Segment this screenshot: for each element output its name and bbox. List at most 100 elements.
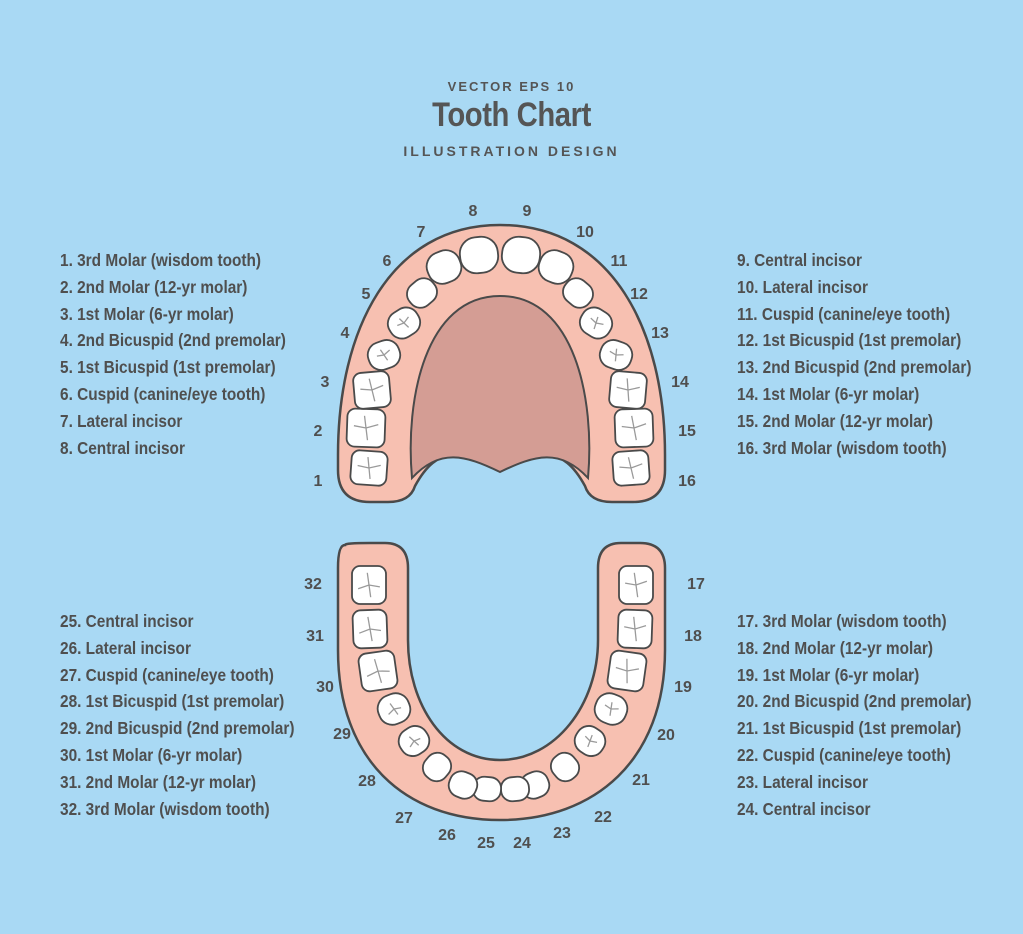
- tooth-number: 7: [417, 224, 426, 241]
- tooth: [349, 449, 389, 487]
- legend-upper-left: 1. 3rd Molar (wisdom tooth) 2. 2nd Molar…: [60, 247, 317, 461]
- tooth: [357, 649, 399, 693]
- tooth-number: 17: [687, 576, 705, 593]
- tooth: [613, 407, 655, 449]
- tooth: [549, 751, 581, 783]
- legend-item: 10. Lateral incisor: [737, 276, 868, 297]
- legend-item: 20. 2nd Bicuspid (2nd premolar): [737, 691, 972, 712]
- tooth-number: 16: [678, 473, 696, 490]
- tooth-number: 23: [553, 825, 571, 842]
- tooth: [618, 565, 654, 605]
- page-subtitle: ILLUSTRATION DESIGN: [403, 143, 620, 159]
- tooth: [537, 249, 575, 285]
- tooth: [500, 775, 530, 803]
- legend-item: 21. 1st Bicuspid (1st premolar): [737, 718, 962, 739]
- tooth: [366, 339, 402, 371]
- eyebrow-label: VECTOR EPS 10: [447, 79, 576, 94]
- tooth: [500, 235, 542, 275]
- tooth: [578, 306, 614, 340]
- upper-teeth: [345, 235, 655, 487]
- palate: [409, 294, 591, 481]
- tooth: [386, 306, 422, 340]
- tooth-number: 10: [576, 224, 594, 241]
- legend-item: 30. 1st Molar (6-yr molar): [60, 744, 243, 765]
- tooth-number: 9: [523, 203, 532, 220]
- tooth: [593, 692, 629, 726]
- legend-item: 15. 2nd Molar (12-yr molar): [737, 410, 933, 431]
- legend-item: 17. 3rd Molar (wisdom tooth): [737, 611, 947, 631]
- legend-item: 12. 1st Bicuspid (1st premolar): [737, 330, 962, 351]
- tooth: [351, 565, 387, 605]
- legend-item: 18. 2nd Molar (12-yr molar): [737, 637, 933, 658]
- legend-item: 4. 2nd Bicuspid (2nd premolar): [60, 330, 286, 351]
- legend-item: 23. Lateral incisor: [737, 771, 868, 792]
- tooth: [447, 770, 479, 800]
- tooth: [397, 725, 431, 757]
- tooth-number: 12: [630, 286, 648, 303]
- tooth: [352, 370, 392, 410]
- legend-item: 32. 3rd Molar (wisdom tooth): [60, 798, 270, 819]
- tooth: [573, 725, 607, 757]
- legend-lower-right: 17. 3rd Molar (wisdom tooth) 18. 2nd Mol…: [737, 608, 1003, 822]
- tooth-number: 11: [611, 253, 628, 270]
- tooth-number: 19: [674, 679, 692, 696]
- page-title: Tooth Chart: [432, 96, 591, 134]
- tooth: [608, 370, 648, 410]
- tooth-number: 29: [333, 726, 351, 743]
- legend-item: 8. Central incisor: [60, 437, 185, 458]
- tooth-number: 28: [358, 773, 376, 790]
- tooth-number: 6: [383, 253, 392, 270]
- tooth-number: 22: [594, 809, 612, 826]
- legend-item: 9. Central incisor: [737, 250, 862, 270]
- tooth-number: 14: [671, 374, 689, 391]
- legend-item: 26. Lateral incisor: [60, 637, 191, 658]
- tooth-number: 18: [684, 628, 702, 645]
- tooth: [376, 692, 412, 726]
- legend-item: 2. 2nd Molar (12-yr molar): [60, 276, 248, 297]
- legend-lower-left: 25. Central incisor 26. Lateral incisor …: [60, 608, 326, 822]
- legend-item: 6. Cuspid (canine/eye tooth): [60, 383, 266, 404]
- tooth-number: 1: [314, 473, 323, 490]
- tooth-number: 26: [438, 827, 456, 844]
- lower-tooth-numbers: 17 18 19 20 21 22 23 24 25 26 27 28 29 30 31 32: [304, 576, 705, 852]
- tooth: [421, 751, 453, 783]
- tooth: [606, 649, 648, 693]
- legend-item: 29. 2nd Bicuspid (2nd premolar): [60, 718, 295, 739]
- legend-item: 24. Central incisor: [737, 798, 871, 819]
- tooth: [598, 339, 634, 371]
- tooth-number: 4: [341, 325, 350, 342]
- legend-item: 7. Lateral incisor: [60, 410, 183, 431]
- tooth-number: 30: [316, 679, 334, 696]
- legend-upper-right: 9. Central incisor 10. Lateral incisor 1…: [737, 247, 1003, 461]
- tooth-number: 3: [321, 374, 330, 391]
- tooth: [351, 608, 389, 650]
- tooth-number: 31: [306, 628, 324, 645]
- legend-item: 25. Central incisor: [60, 611, 194, 631]
- tooth-number: 25: [477, 835, 495, 852]
- tooth: [562, 277, 594, 309]
- tooth-number: 13: [651, 325, 669, 342]
- legend-item: 27. Cuspid (canine/eye tooth): [60, 664, 274, 685]
- legend-item: 14. 1st Molar (6-yr molar): [737, 383, 920, 404]
- tooth-number: 32: [304, 576, 322, 593]
- legend-item: 5. 1st Bicuspid (1st premolar): [60, 357, 276, 378]
- tooth: [406, 277, 438, 309]
- tooth-number: 21: [632, 772, 650, 789]
- tooth-number: 20: [657, 727, 675, 744]
- legend-item: 16. 3rd Molar (wisdom tooth): [737, 437, 947, 458]
- tooth-number: 24: [513, 835, 531, 852]
- tooth-number: 8: [469, 203, 478, 220]
- tooth: [616, 608, 654, 650]
- tooth-number: 5: [362, 286, 371, 303]
- tooth: [458, 235, 500, 275]
- tooth-number: 2: [314, 423, 323, 440]
- legend-item: 22. Cuspid (canine/eye tooth): [737, 744, 951, 765]
- legend-item: 1. 3rd Molar (wisdom tooth): [60, 250, 262, 270]
- tooth-number: 15: [678, 423, 696, 440]
- legend-item: 11. Cuspid (canine/eye tooth): [737, 303, 951, 324]
- legend-item: 19. 1st Molar (6-yr molar): [737, 664, 920, 685]
- tooth-number: 27: [395, 810, 413, 827]
- tooth: [611, 449, 651, 487]
